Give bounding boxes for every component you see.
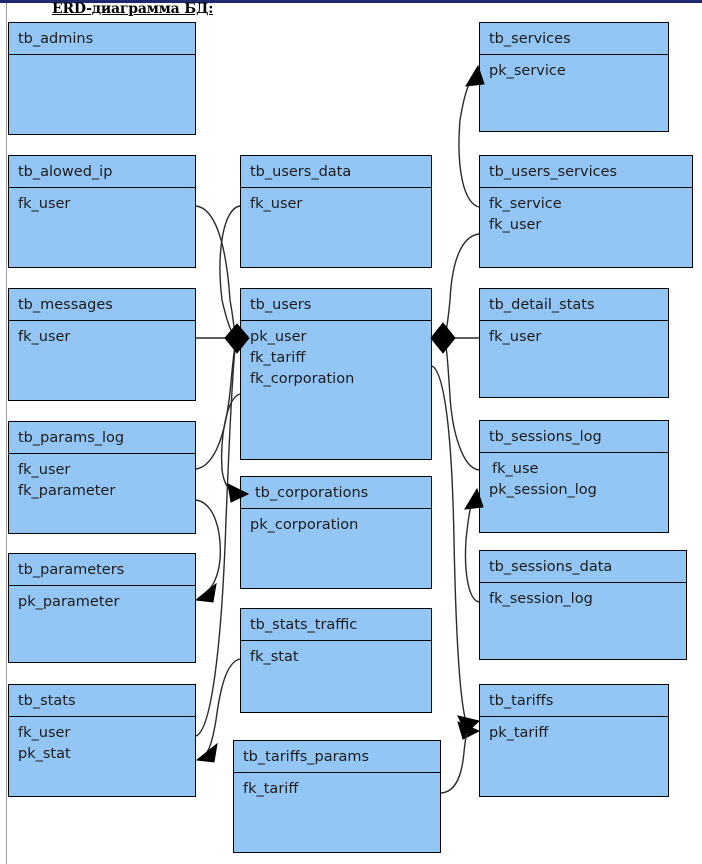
entity-title: tb_sessions_log <box>480 421 668 453</box>
entity-title: tb_users <box>241 289 431 321</box>
attribute: fk_use <box>492 461 539 477</box>
link-users-data-users <box>219 205 241 339</box>
entity-tb-params-log[interactable]: tb_params_log fk_user fk_parameter <box>8 421 196 534</box>
arrow-stats <box>195 742 218 763</box>
entity-attributes: pk_service <box>480 55 668 82</box>
entity-tb-services[interactable]: tb_services pk_service <box>479 22 669 132</box>
attribute: fk_user <box>250 196 303 212</box>
entity-attributes: fk_use pk_session_log <box>480 453 668 501</box>
entity-attributes: fk_user <box>9 188 195 215</box>
attribute: fk_user <box>18 725 71 741</box>
entity-tb-alowed-ip[interactable]: tb_alowed_ip fk_user <box>8 155 196 268</box>
entity-tb-sessions-data[interactable]: tb_sessions_data fk_session_log <box>479 550 687 660</box>
entity-title: tb_alowed_ip <box>9 156 195 188</box>
attribute: pk_tariff <box>489 725 549 741</box>
diamond-users-right <box>430 322 456 354</box>
entity-attributes: fk_user <box>480 321 668 348</box>
entity-title: tb_detail_stats <box>480 289 668 321</box>
entity-title: tb_admins <box>9 23 195 55</box>
entity-title: tb_sessions_data <box>480 551 686 583</box>
entity-tb-admins[interactable]: tb_admins <box>8 22 196 135</box>
entity-attributes: fk_tariff <box>234 773 440 800</box>
link-sessions-log-users <box>444 339 480 471</box>
attribute: fk_stat <box>250 649 299 665</box>
arrow-tariffs-from-users <box>457 721 481 740</box>
entity-title: tb_users_data <box>241 156 431 188</box>
link-users-corporations <box>220 393 241 495</box>
entity-attributes: pk_user fk_tariff fk_corporation <box>241 321 431 390</box>
entity-tb-messages[interactable]: tb_messages fk_user <box>8 288 196 401</box>
link-params-log-parameters <box>195 499 221 593</box>
attribute: fk_user <box>18 196 71 212</box>
attribute: pk_session_log <box>489 482 597 498</box>
attribute: fk_user <box>18 462 71 478</box>
entity-tb-parameters[interactable]: tb_parameters pk_parameter <box>8 553 196 663</box>
link-stats-users <box>195 340 237 737</box>
entity-tb-users-data[interactable]: tb_users_data fk_user <box>240 155 432 268</box>
link-alowed-ip-users <box>195 205 237 338</box>
entity-attributes <box>9 55 195 61</box>
page-left-rule <box>6 3 7 864</box>
entity-tb-users-services[interactable]: tb_users_services fk_service fk_user <box>479 155 693 268</box>
entity-attributes: fk_user fk_parameter <box>9 454 195 502</box>
link-params-log-users <box>195 339 237 470</box>
entity-attributes: pk_parameter <box>9 586 195 613</box>
attribute: pk_parameter <box>18 594 120 610</box>
link-stats-traffic-stats <box>206 658 241 753</box>
link-tariffs-params-tariffs <box>440 732 468 794</box>
attribute: fk_tariff <box>250 350 306 366</box>
entity-title: tb_parameters <box>9 554 195 586</box>
attribute: fk_corporation <box>250 371 355 387</box>
entity-title: tb_services <box>480 23 668 55</box>
entity-title: tb_messages <box>9 289 195 321</box>
attribute: fk_service <box>489 196 562 212</box>
entity-tb-users[interactable]: tb_users pk_user fk_tariff fk_corporatio… <box>240 288 432 460</box>
attribute: fk_session_log <box>489 591 593 607</box>
entity-title: tb_stats <box>9 685 195 717</box>
attribute: pk_stat <box>18 746 71 762</box>
entity-attributes: fk_user <box>241 188 431 215</box>
attribute: pk_user <box>250 329 307 345</box>
entity-tb-tariffs[interactable]: tb_tariffs pk_tariff <box>479 684 669 797</box>
entity-attributes: fk_service fk_user <box>480 188 692 236</box>
link-users-tariffs <box>431 365 467 723</box>
attribute: pk_service <box>489 63 566 79</box>
attribute: fk_user <box>489 329 542 345</box>
entity-attributes: pk_corporation <box>241 509 431 536</box>
entity-attributes: fk_session_log <box>480 583 686 610</box>
entity-title: tb_stats_traffic <box>241 609 431 641</box>
entity-title: tb_corporations <box>241 477 431 509</box>
entity-attributes: fk_user pk_stat <box>9 717 195 765</box>
link-sessions-data-sessions-log <box>464 502 480 603</box>
entity-tb-sessions-log[interactable]: tb_sessions_log fk_use pk_session_log <box>479 420 669 533</box>
entity-attributes: pk_tariff <box>480 717 668 744</box>
entity-attributes: fk_user <box>9 321 195 348</box>
entity-tb-corporations[interactable]: tb_corporations pk_corporation <box>240 476 432 589</box>
attribute: fk_user <box>18 329 71 345</box>
attribute: fk_parameter <box>18 483 116 499</box>
entity-tb-stats-traffic[interactable]: tb_stats_traffic fk_stat <box>240 608 432 713</box>
arrow-parameters <box>194 582 217 603</box>
entity-title: tb_tariffs_params <box>234 741 440 773</box>
attribute: pk_corporation <box>250 517 359 533</box>
entity-tb-tariffs-params[interactable]: tb_tariffs_params fk_tariff <box>233 740 441 853</box>
entity-tb-detail-stats[interactable]: tb_detail_stats fk_user <box>479 288 669 398</box>
entity-title: tb_tariffs <box>480 685 668 717</box>
arrow-tariffs-from-params <box>457 715 481 734</box>
entity-title: tb_params_log <box>9 422 195 454</box>
link-users-services-users <box>444 233 480 338</box>
entity-tb-stats[interactable]: tb_stats fk_user pk_stat <box>8 684 196 797</box>
attribute: fk_user <box>489 217 542 233</box>
page-top-rule <box>0 0 702 3</box>
link-users-services-services <box>458 79 480 208</box>
attribute: fk_tariff <box>243 781 299 797</box>
page-title: ERD-диаграмма БД: <box>52 1 214 17</box>
entity-title: tb_users_services <box>480 156 692 188</box>
entity-attributes: fk_stat <box>241 641 431 668</box>
